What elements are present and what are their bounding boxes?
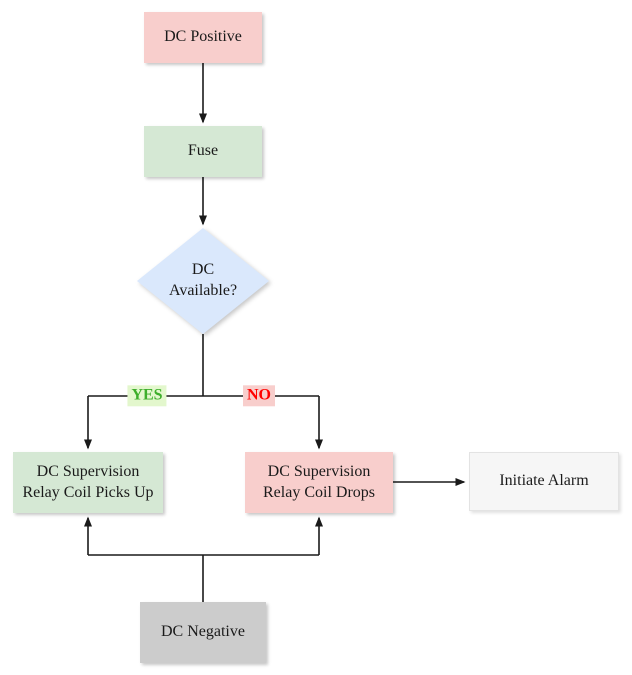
node-dc-negative: DC Negative (140, 602, 266, 663)
node-relay-drops-label: DC Supervision Relay Coil Drops (263, 462, 375, 501)
node-initiate-alarm-label: Initiate Alarm (499, 472, 589, 490)
node-fuse-label: Fuse (187, 142, 219, 160)
node-relay-picks-up: DC Supervision Relay Coil Picks Up (13, 452, 163, 513)
node-dc-available-label: DC Available? (168, 261, 238, 299)
node-relay-picks-up-label: DC Supervision Relay Coil Picks Up (22, 462, 154, 501)
node-fuse: Fuse (144, 126, 262, 177)
branch-label-yes: YES (127, 385, 167, 407)
branch-label-no: NO (243, 385, 275, 407)
node-dc-negative-label: DC Negative (161, 623, 245, 641)
dc-available-diamond (137, 228, 269, 334)
node-dc-positive-label: DC Positive (164, 28, 242, 46)
node-relay-drops: DC Supervision Relay Coil Drops (245, 452, 393, 513)
node-initiate-alarm: Initiate Alarm (469, 452, 619, 511)
node-dc-positive: DC Positive (144, 12, 262, 63)
